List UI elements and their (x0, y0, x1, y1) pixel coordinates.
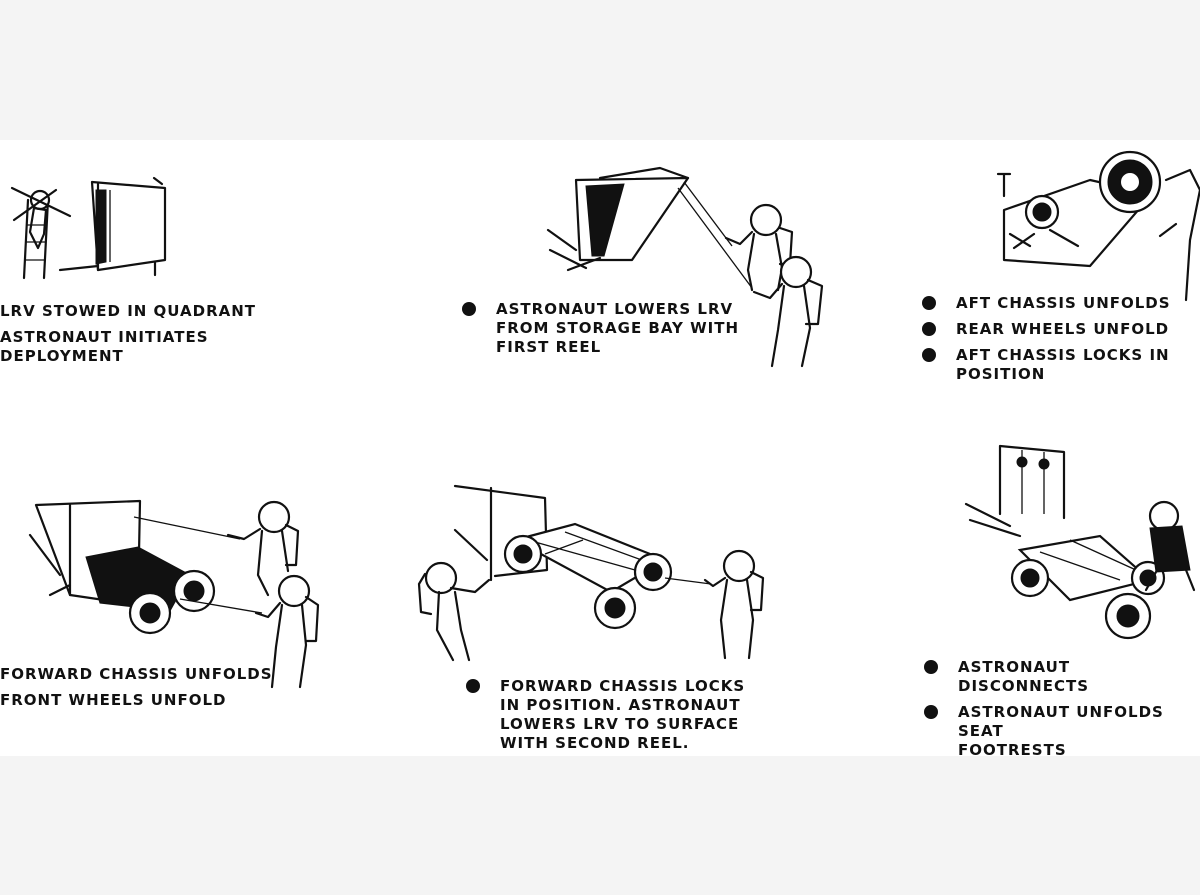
caption-forward-2: FRONT WHEELS UNFOLD (0, 691, 227, 709)
panel-stowed (0, 170, 260, 280)
captions-locks: FORWARD CHASSIS LOCKS IN POSITION. ASTRO… (466, 677, 766, 760)
stowed-illustration (10, 176, 167, 280)
lowers-illustration (546, 166, 824, 368)
caption-forward-1: FORWARD CHASSIS UNFOLDS (0, 665, 273, 683)
caption-disconnect-2: ASTRONAUT UNFOLDS SEAT FOOTRESTS (924, 703, 1200, 760)
captions-aft-chassis: AFT CHASSIS UNFOLDS REAR WHEELS UNFOLD A… (922, 294, 1200, 391)
captions-forward-chassis: FORWARD CHASSIS UNFOLDS FRONT WHEELS UNF… (0, 665, 300, 717)
panel-forward-chassis (28, 495, 320, 690)
caption-aft-2: REAR WHEELS UNFOLD (922, 320, 1200, 339)
panel-aft-chassis (990, 150, 1200, 302)
panel-lowers (540, 160, 840, 375)
bottom-band (0, 756, 1200, 895)
locks-illustration (417, 484, 765, 662)
captions-stowed: LRV STOWED IN QUADRANT ASTRONAUT INITIAT… (0, 302, 260, 373)
panel-locks (415, 480, 775, 665)
panel-disconnect (960, 440, 1200, 650)
caption-locks-1: FORWARD CHASSIS LOCKS IN POSITION. ASTRO… (466, 677, 766, 753)
aft-chassis-illustration (996, 150, 1200, 302)
top-band (0, 0, 1200, 140)
caption-aft-1: AFT CHASSIS UNFOLDS (922, 294, 1200, 313)
caption-aft-3: AFT CHASSIS LOCKS IN POSITION (922, 346, 1200, 384)
forward-chassis-illustration (28, 499, 320, 689)
disconnect-illustration (964, 444, 1196, 640)
captions-lowers: ASTRONAUT LOWERS LRV FROM STORAGE BAY WI… (462, 300, 762, 364)
caption-stowed-1: LRV STOWED IN QUADRANT (0, 302, 257, 320)
captions-disconnect: ASTRONAUT DISCONNECTS ASTRONAUT UNFOLDS … (924, 658, 1200, 767)
caption-stowed-2: ASTRONAUT INITIATES DEPLOYMENT (0, 328, 209, 365)
caption-lowers-1: ASTRONAUT LOWERS LRV FROM STORAGE BAY WI… (462, 300, 762, 357)
caption-disconnect-1: ASTRONAUT DISCONNECTS (924, 658, 1200, 696)
